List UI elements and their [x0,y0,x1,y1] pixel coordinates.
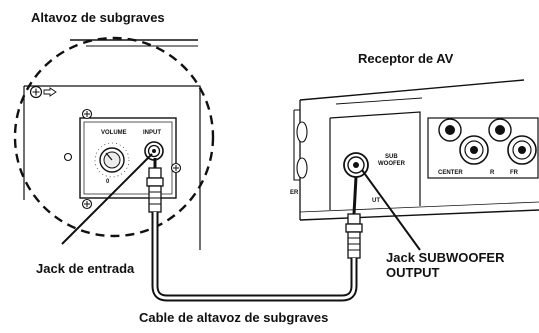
sub-woofer-marking-line2: WOOFER [378,161,405,167]
subwoofer-output-jack-label-line1: Jack SUBWOOFER [386,250,505,265]
out-fragment-marking: UT [372,198,380,204]
sub-woofer-marking-line1: SUB [385,154,398,160]
zoom-circle [13,36,215,238]
fr-fragment-marking: FR [510,170,518,176]
subwoofer-unit [13,36,215,250]
r-marking: R [490,170,495,176]
input-jack-leader [61,153,153,245]
arrow-icon [43,87,57,97]
speaker-terminals [427,117,539,179]
input-jack-label: Jack de entrada [36,261,135,276]
volume-knob [94,142,130,178]
volume-min-marking: 0 [106,179,110,185]
volume-marking: VOLUME [101,130,127,136]
av-receiver-unit [293,79,539,221]
cable-label: Cable de altavoz de subgraves [139,310,329,325]
input-marking: INPUT [143,130,161,136]
receiver-title: Receptor de AV [358,51,454,66]
subwoofer-cable [146,158,363,302]
center-marking: CENTER [438,170,463,176]
output-jack-leader [361,169,421,251]
subwoofer-title: Altavoz de subgraves [31,10,165,25]
subwoofer-output-jack-label-line2: OUTPUT [386,265,440,280]
side-fragment-marking: ER [290,190,299,196]
